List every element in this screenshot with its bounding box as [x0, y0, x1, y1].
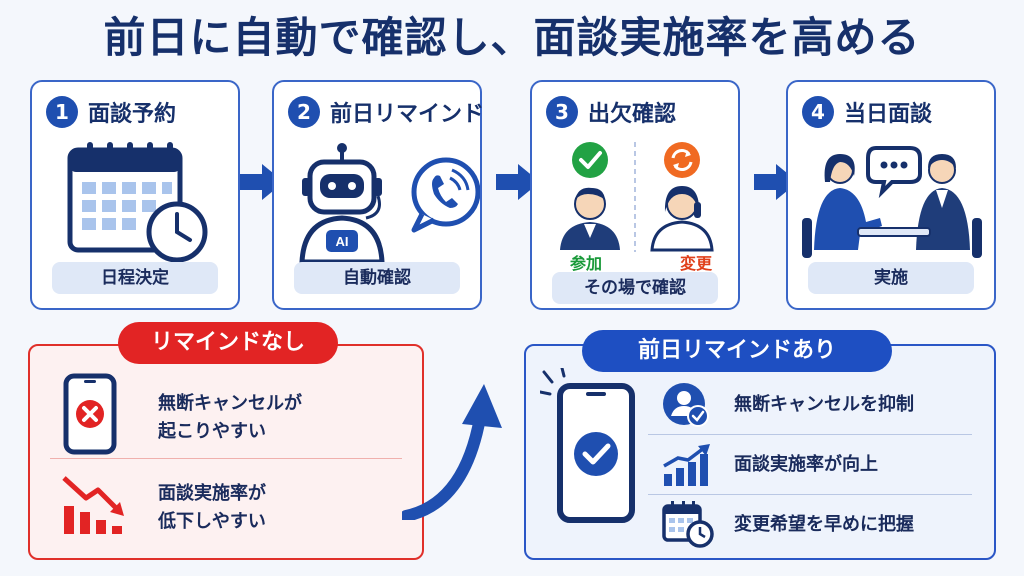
with-item-2: 面談実施率が向上	[734, 454, 878, 475]
phone-x-icon	[63, 373, 117, 455]
step-title-2: 前日リマインド	[330, 102, 485, 127]
step-pill-1: 日程決定	[52, 262, 218, 294]
with-item-3: 変更希望を早めに把握	[734, 514, 914, 535]
refresh-icon	[664, 142, 700, 178]
check-icon	[572, 142, 608, 178]
join-label: 参加	[570, 254, 603, 273]
step-pill-4: 実施	[808, 262, 974, 294]
user-check-icon	[663, 383, 709, 427]
step-card-2: 2 前日リマインド AI 自動確認	[272, 80, 485, 310]
step-number-1: 1	[46, 96, 78, 128]
robot-ai-label: AI	[336, 234, 349, 249]
step-pill-2: 自動確認	[294, 262, 460, 294]
with-reminder-box: 無断キャンセルを抑制 面談実施率が向上 変更希望を早めに把握	[524, 344, 996, 560]
divider	[648, 434, 972, 435]
ai-robot-icon: AI	[299, 143, 480, 265]
without-reminder-tab: リマインドなし	[118, 322, 338, 364]
step-title-1: 面談予約	[88, 102, 177, 127]
with-item-1: 無断キャンセルを抑制	[734, 394, 914, 415]
chart-down-icon	[62, 476, 124, 534]
curved-arrow-icon	[402, 384, 502, 520]
divider	[50, 458, 402, 459]
chart-up-icon	[663, 444, 710, 486]
step-number-2: 2	[288, 96, 320, 128]
change-label: 変更	[680, 254, 713, 273]
without-item-2-line2: 低下しやすい	[158, 511, 266, 532]
without-item-1: 無断キャンセルが 起こりやすい	[158, 390, 302, 446]
with-reminder-tab: 前日リマインドあり	[582, 330, 892, 372]
step-title-4: 当日面談	[844, 102, 933, 127]
calendar-clock-icon	[662, 501, 714, 548]
attendance-check-illustration	[560, 142, 714, 252]
page-title: 前日に自動で確認し、面談実施率を高める	[103, 13, 921, 62]
without-item-1-line2: 起こりやすい	[158, 421, 266, 442]
without-item-2-line1: 面談実施率が	[158, 483, 266, 504]
phone-check-icon	[540, 368, 635, 523]
step-pill-3: その場で確認	[552, 272, 718, 304]
step-card-1: 1 面談予約 日程決定	[30, 80, 240, 310]
calendar-clock-icon	[67, 142, 208, 263]
without-item-2: 面談実施率が 低下しやすい	[158, 480, 266, 536]
step-number-4: 4	[802, 96, 834, 128]
without-item-1-line1: 無断キャンセルが	[158, 393, 302, 414]
divider	[648, 494, 972, 495]
meeting-icon	[802, 146, 982, 258]
without-reminder-box: 無断キャンセルが 起こりやすい 面談実施率が 低下しやすい	[28, 344, 424, 560]
step-card-3: 3 出欠確認 参加 変更 その場で確認	[530, 80, 740, 310]
step-title-3: 出欠確認	[588, 102, 677, 127]
step-card-4: 4 当日面談 実施	[786, 80, 996, 310]
step-number-3: 3	[546, 96, 578, 128]
arrow-right-icon	[496, 164, 540, 200]
